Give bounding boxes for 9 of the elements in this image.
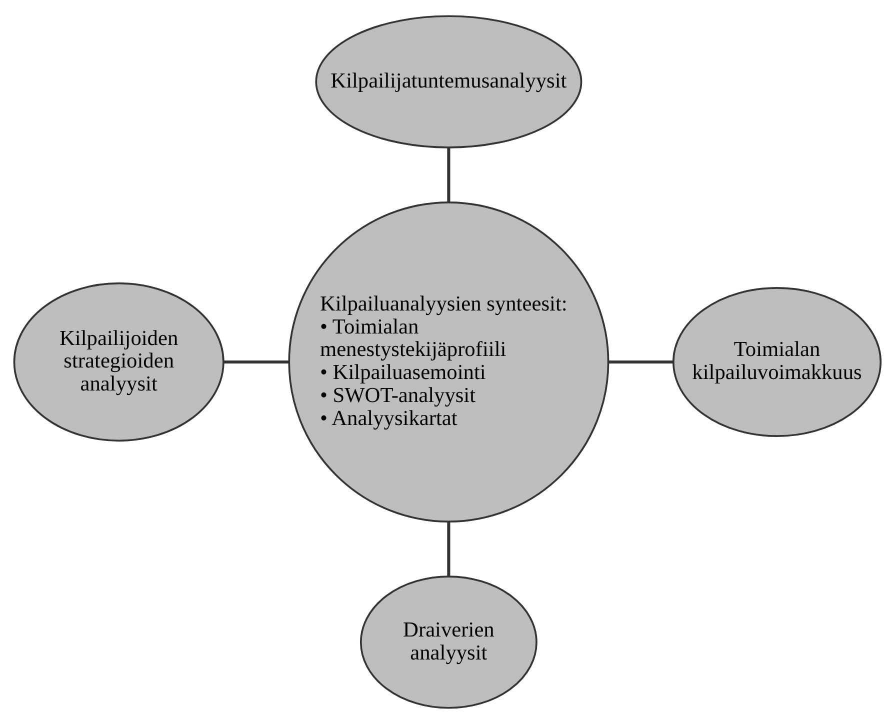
- node-circle: Kilpailuanalyysien synteesit: • Toimialan menestystekijäprofiili • Kilpailuasemointi • SWOT-analyysit • Analyysikartat: [288, 202, 610, 522]
- connector: [224, 360, 289, 364]
- node-ellipse: Kilpailijoiden strategioiden analyysit: [13, 282, 224, 442]
- node-ellipse: Toimialan kilpailuvoimakkuus: [672, 287, 882, 437]
- node-ellipse: Kilpailijatuntemusanalyysit: [315, 15, 582, 148]
- connector: [447, 148, 450, 202]
- connector: [447, 522, 450, 576]
- node-ellipse: Draiverien analyysit: [360, 576, 538, 709]
- connector: [608, 360, 673, 364]
